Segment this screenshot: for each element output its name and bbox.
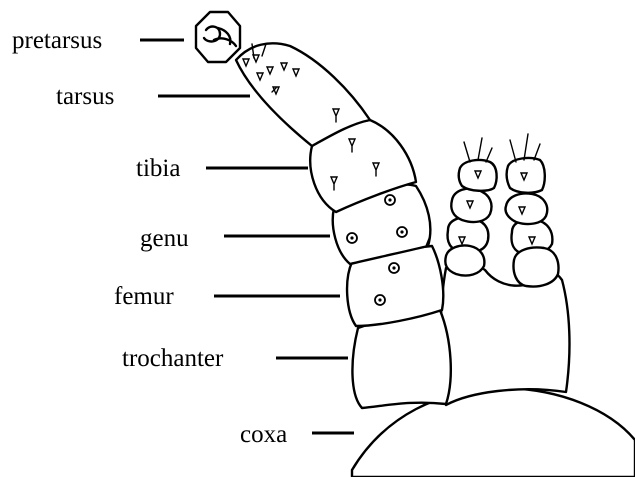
label-tibia-text: tibia	[136, 155, 180, 182]
label-femur-text: femur	[114, 283, 174, 310]
label-femur: femur	[114, 283, 340, 310]
label-pretarsus: pretarsus	[12, 27, 184, 54]
label-coxa-text: coxa	[240, 421, 287, 448]
label-genu-text: genu	[140, 225, 189, 252]
label-coxa: coxa	[240, 421, 354, 448]
label-tibia: tibia	[136, 155, 308, 182]
right-palp	[505, 134, 558, 287]
left-palp	[445, 138, 496, 276]
label-trochanter: trochanter	[122, 345, 348, 372]
label-pretarsus-text: pretarsus	[12, 27, 102, 54]
label-tarsus-text: tarsus	[56, 83, 114, 110]
label-tarsus: tarsus	[56, 83, 250, 110]
pretarsus-claw	[196, 12, 240, 62]
gnathosoma	[441, 263, 570, 405]
label-trochanter-text: trochanter	[122, 345, 224, 372]
label-genu: genu	[140, 225, 330, 252]
